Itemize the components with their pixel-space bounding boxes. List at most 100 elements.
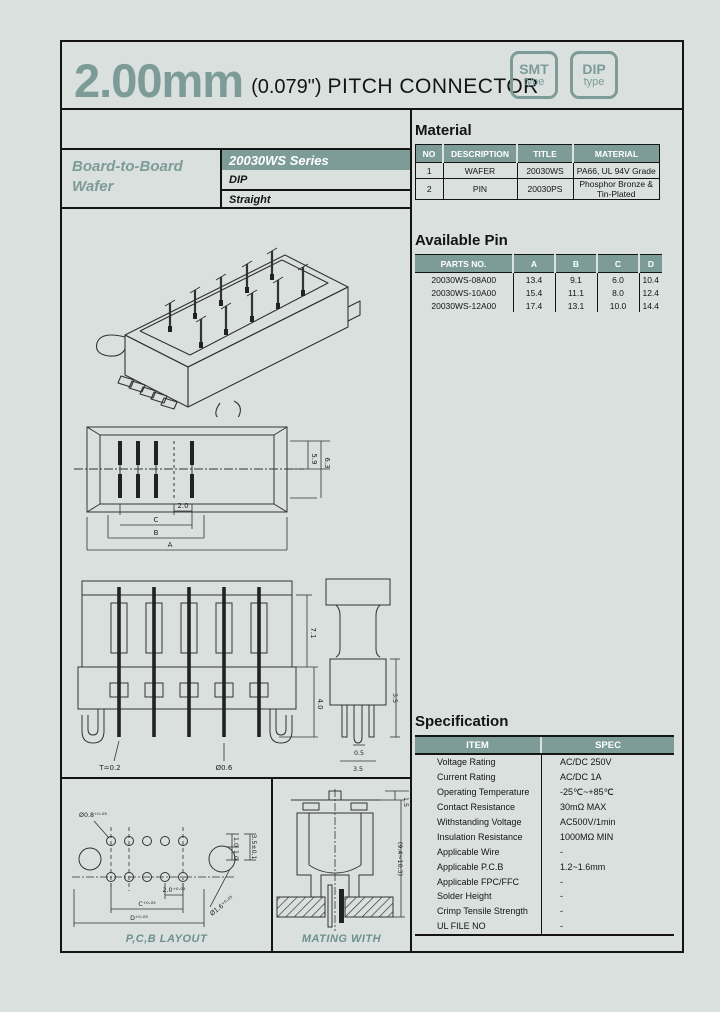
column-header: ITEM — [415, 737, 542, 753]
spec-value: - — [560, 846, 563, 857]
spec-header-row: ITEM SPEC — [415, 735, 674, 755]
spec-value: 1000MΩ MIN — [560, 831, 614, 842]
column-header: B — [554, 254, 597, 273]
cell: 13.4 — [512, 272, 555, 286]
orientation: Straight — [229, 193, 271, 206]
table-row: Operating Temperature -25℃~+85℃ — [415, 784, 674, 800]
spec-item: Solder Height — [415, 889, 542, 904]
dim-pcb-d: D⁺⁰·⁰⁵ — [130, 915, 148, 922]
column-header: C — [596, 254, 639, 273]
dim-small-hole: Ø0.8⁺⁰·⁰⁵ — [79, 811, 107, 819]
cell: 20030PS — [516, 178, 574, 200]
spec-item: Operating Temperature — [415, 784, 542, 800]
left-column: Board-to-Board Wafer 20030WS Series DIP … — [62, 110, 412, 951]
mount-type: DIP — [222, 170, 410, 191]
dim-pcb-pitch: 2.0⁺⁰·⁰⁵ — [163, 887, 186, 894]
cell: Phosphor Bronze & Tin-Plated — [572, 178, 660, 200]
badge-sub: type — [523, 76, 545, 88]
spec-item: Insulation Resistance — [415, 829, 542, 845]
cell: 17.4 — [512, 299, 555, 312]
pcb-layout-panel: Ø0.8⁺⁰·⁰⁵ 2.0⁺⁰·⁰⁵ C⁺⁰·⁰⁵ D⁺⁰·⁰⁵ 1.0 1.0… — [62, 779, 273, 951]
dim-side-depth: 3.5 — [391, 693, 398, 703]
mating-with-drawing: (9.4~10.3) 1.5 — [276, 789, 409, 931]
cell: 1 — [415, 162, 444, 179]
available-pin-section: Available Pin PARTS NO. A B C D 20030WS-… — [415, 232, 674, 312]
title-bar: 2.00mm (0.079") PITCH CONNECTOR SMT type… — [62, 42, 682, 110]
dim-b: B — [154, 529, 159, 537]
cell: 10.0 — [596, 299, 639, 312]
specification-table: ITEM SPEC Voltage Rating AC/DC 250V Curre… — [415, 735, 674, 936]
spec-item: Crimp Tensile Strength — [415, 903, 542, 919]
spec-item: UL FILE NO — [415, 918, 542, 934]
dim-mating-height: (9.4~10.3) — [396, 842, 403, 876]
type-badges: SMT type DIP type — [510, 51, 618, 99]
spec-value: - — [560, 906, 563, 917]
cell: 8.0 — [596, 286, 639, 299]
dim-c: C — [154, 516, 159, 524]
dim-thickness: T=0.2 — [98, 764, 120, 772]
spec-value: - — [560, 921, 563, 932]
cell: 12.4 — [638, 286, 662, 299]
dim-height2: 6.3 — [323, 457, 331, 468]
dim-upper-height: 7.1 — [309, 627, 317, 638]
table-row: Applicable P.C.B 1.2~1.6mm — [415, 859, 674, 875]
spec-item: Applicable FPC/FFC — [415, 874, 542, 890]
table-row: 20030WS-08A00 13.4 9.1 6.0 10.4 — [415, 272, 662, 286]
cell: 20030WS-12A00 — [431, 300, 497, 311]
spec-value: - — [560, 876, 563, 887]
available-pin-table: PARTS NO. A B C D 20030WS-08A00 13.4 9.1… — [415, 254, 662, 312]
pitch-inches: (0.079") — [251, 76, 322, 98]
cell: WAFER — [442, 162, 518, 179]
spec-value: 1.2~1.6mm — [560, 861, 606, 872]
spec-item: Voltage Rating — [415, 755, 542, 770]
spec-value: AC/DC 250V — [560, 757, 612, 768]
dim-pcb-c: C⁺⁰·⁰⁵ — [138, 901, 156, 908]
spec-value: -25℃~+85℃ — [560, 786, 614, 797]
mating-with-panel: (9.4~10.3) 1.5 MATING WITH — [273, 779, 410, 951]
column-header: SPEC — [595, 739, 621, 751]
cell: 11.1 — [554, 286, 597, 299]
cell: 15.4 — [512, 286, 555, 299]
dip-type-badge: DIP type — [570, 51, 618, 99]
badge-label: SMT — [519, 61, 549, 77]
dim-large-hole: Ø1.6⁺⁰·⁰⁵ — [208, 894, 235, 918]
spec-value: AC500V/1min — [560, 817, 616, 827]
table-row: Applicable FPC/FFC - — [415, 874, 674, 890]
table-row: Insulation Resistance 1000MΩ MIN — [415, 829, 674, 845]
pitch-size: 2.00mm — [74, 53, 244, 107]
dim-mating-top: 1.5 — [402, 797, 409, 807]
cell: 14.4 — [638, 299, 662, 312]
table-row: 1 WAFER 20030WS PA66, UL 94V Grade — [415, 162, 660, 179]
column-header: PARTS NO. — [415, 254, 513, 273]
column-header: TITLE — [516, 144, 574, 163]
dim-pin-diameter: Ø0.6 — [216, 764, 233, 772]
dim-pin-width: 0.5 — [354, 750, 364, 757]
dim-row-gap2: 1.0 — [232, 850, 239, 860]
spec-item: Applicable P.C.B — [415, 859, 542, 875]
family-line2: Wafer — [72, 178, 114, 196]
series-strip: Board-to-Board Wafer 20030WS Series DIP … — [62, 148, 410, 209]
cell: 2 — [415, 178, 444, 200]
cell: 6.0 — [596, 272, 639, 286]
table-row: Applicable Wire - — [415, 844, 674, 860]
table-row: Voltage Rating AC/DC 250V — [415, 755, 674, 770]
dim-bottom-width: 3.5 — [353, 766, 363, 773]
table-row: Solder Height- — [415, 889, 674, 904]
series-info: 20030WS Series DIP Straight — [220, 150, 410, 207]
dim-pcb-span: 3.5±0.1 — [250, 834, 257, 859]
spec-item: Current Rating — [415, 769, 542, 785]
dim-pitch: 2.0 — [177, 502, 188, 510]
table-row: 20030WS-10A00 15.4 11.1 8.0 12.4 — [415, 286, 662, 299]
column-header: NO — [415, 144, 444, 163]
cell: 20030WS-10A00 — [431, 287, 497, 298]
page-title: PITCH CONNECTOR — [327, 75, 539, 98]
bottom-panels: Ø0.8⁺⁰·⁰⁵ 2.0⁺⁰·⁰⁵ C⁺⁰·⁰⁵ D⁺⁰·⁰⁵ 1.0 1.0… — [62, 777, 410, 951]
isometric-view-drawing — [95, 247, 361, 417]
spec-item: Applicable Wire — [415, 844, 542, 860]
